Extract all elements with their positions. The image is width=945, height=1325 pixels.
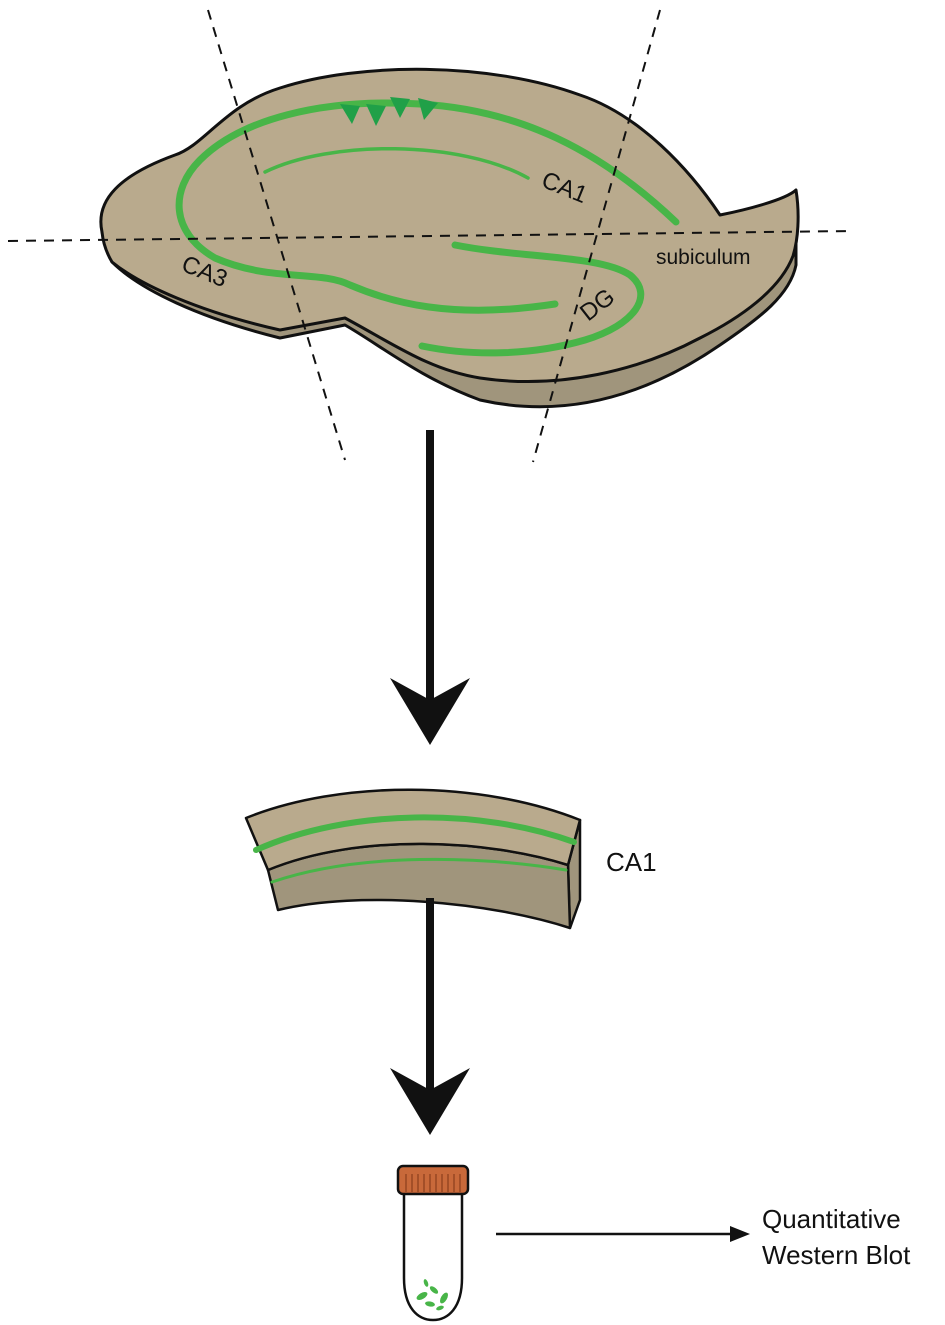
- sample-tube: [398, 1166, 468, 1320]
- output-arrow: [496, 1226, 750, 1242]
- label-output-line1: Quantitative: [762, 1204, 901, 1234]
- tube-cap: [398, 1166, 468, 1194]
- hippocampal-slice: CA1 CA3 DG subiculum: [8, 10, 852, 462]
- ca1-tissue-segment: CA1: [246, 790, 657, 928]
- arrow-head: [730, 1226, 750, 1242]
- down-arrow-1: [390, 430, 470, 745]
- tube-body: [404, 1192, 462, 1320]
- label-output-line2: Western Blot: [762, 1240, 911, 1270]
- down-arrow-2: [390, 898, 470, 1135]
- label-ca1-segment: CA1: [606, 847, 657, 877]
- label-subiculum: subiculum: [656, 246, 751, 269]
- slice-top-surface: [101, 69, 798, 381]
